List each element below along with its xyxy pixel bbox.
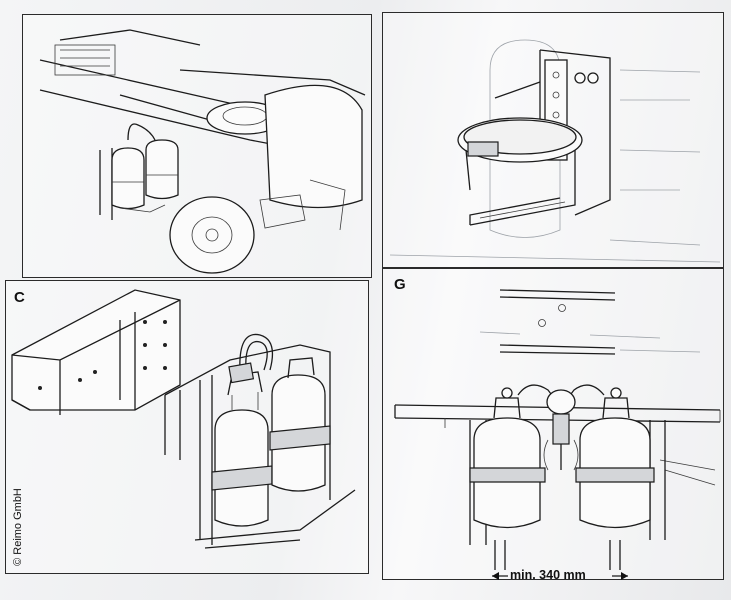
copyright-notice: © Reimo GmbH [12, 488, 24, 566]
panel-g-label: G [394, 276, 406, 293]
panel-strap-bracket [382, 12, 724, 268]
panel-c-label: C [14, 289, 25, 306]
dimension-label: min. 340 mm [510, 568, 586, 582]
